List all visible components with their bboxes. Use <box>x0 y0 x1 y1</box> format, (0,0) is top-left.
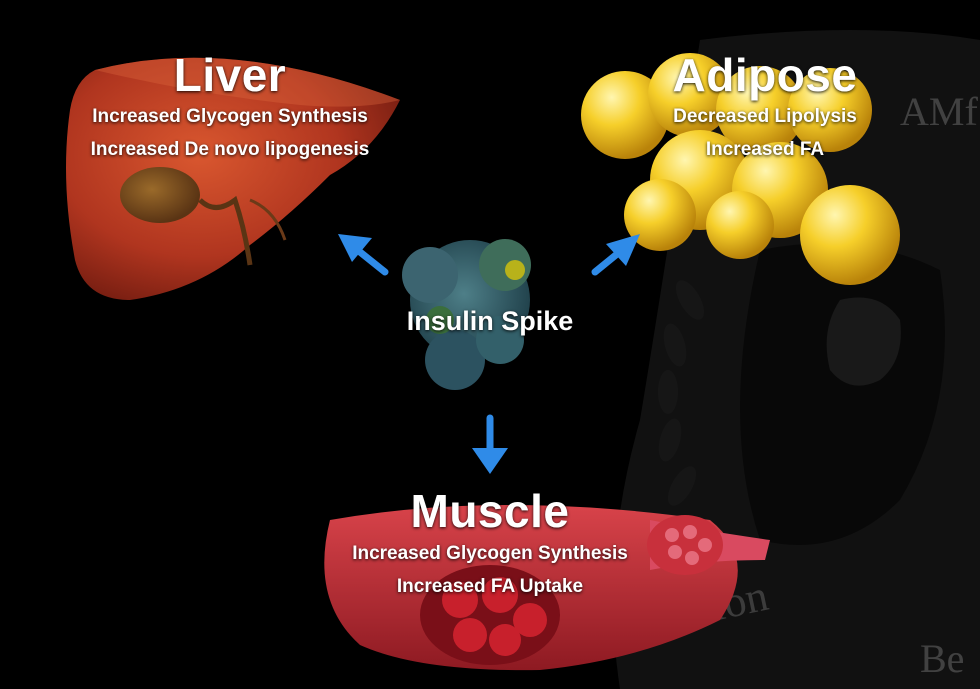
adipose-title: Adipose <box>672 49 858 101</box>
watermark-text-1: AMf <box>900 89 978 134</box>
adipose-effect-1: Decreased Lipolysis <box>673 106 857 127</box>
arrow-to-adipose <box>591 234 640 276</box>
arrow-to-liver <box>338 234 389 276</box>
watermark-text-3: Be <box>920 636 964 681</box>
liver-illustration <box>66 57 400 300</box>
center-label: Insulin Spike <box>406 306 574 336</box>
insulin-protein-molecule <box>402 239 531 390</box>
adipose-effect-2: Increased FA <box>705 139 825 160</box>
muscle-title: Muscle <box>410 485 570 537</box>
liver-effect-2: Increased De novo lipogenesis <box>90 139 370 160</box>
arrow-to-muscle <box>472 414 508 474</box>
liver-effect-1: Increased Glycogen Synthesis <box>92 106 368 127</box>
liver-title: Liver <box>173 49 287 101</box>
adipose-fat-cells <box>581 53 900 285</box>
muscle-effect-1: Increased Glycogen Synthesis <box>352 543 628 564</box>
muscle-fiber-bundle <box>324 505 770 671</box>
muscle-effect-2: Increased FA Uptake <box>396 576 584 597</box>
